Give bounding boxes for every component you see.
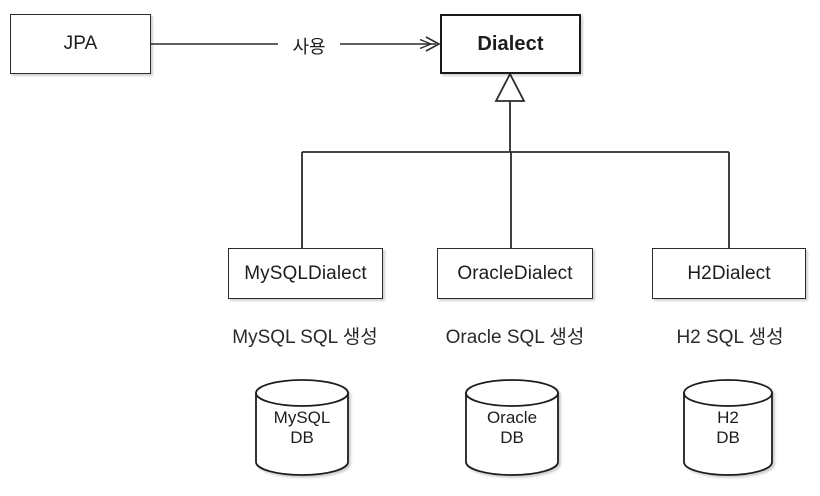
node-dialect-label: Dialect	[477, 32, 544, 55]
database-cylinder-oracle	[465, 379, 559, 476]
node-mysql-dialect[interactable]: MySQLDialect	[228, 248, 383, 299]
node-oracle-dialect[interactable]: OracleDialect	[437, 248, 593, 299]
association-line-jpa-dialect	[150, 36, 441, 52]
caption-h2: H2 SQL 생성	[676, 327, 784, 348]
edge-label-uses: 사용	[278, 33, 340, 59]
database-cylinder-h2	[683, 379, 773, 476]
inheritance-branch-lines	[301, 151, 730, 248]
caption-mysql: MySQL SQL 생성	[232, 327, 378, 348]
database-label-mysql: MySQL DB	[256, 408, 348, 448]
node-jpa-label: JPA	[63, 33, 98, 54]
node-mysql-dialect-label: MySQLDialect	[244, 262, 367, 284]
database-label-oracle: Oracle DB	[466, 408, 558, 448]
database-oracle-line2: DB	[500, 428, 524, 447]
caption-oracle: Oracle SQL 생성	[445, 327, 585, 348]
node-dialect[interactable]: Dialect	[440, 14, 581, 74]
database-cylinder-mysql	[255, 379, 349, 476]
database-mysql-line2: DB	[290, 428, 314, 447]
node-oracle-dialect-label: OracleDialect	[457, 262, 573, 284]
database-h2-line1: H2	[717, 408, 739, 427]
database-oracle-line1: Oracle	[486, 408, 538, 427]
database-mysql-line1: MySQL	[273, 408, 331, 427]
node-h2-dialect-label: H2Dialect	[687, 262, 771, 284]
node-h2-dialect[interactable]: H2Dialect	[652, 248, 806, 299]
node-jpa[interactable]: JPA	[10, 14, 151, 74]
database-h2-line2: DB	[716, 428, 740, 447]
generalization-arrow	[494, 72, 526, 152]
database-label-h2: H2 DB	[684, 408, 772, 448]
